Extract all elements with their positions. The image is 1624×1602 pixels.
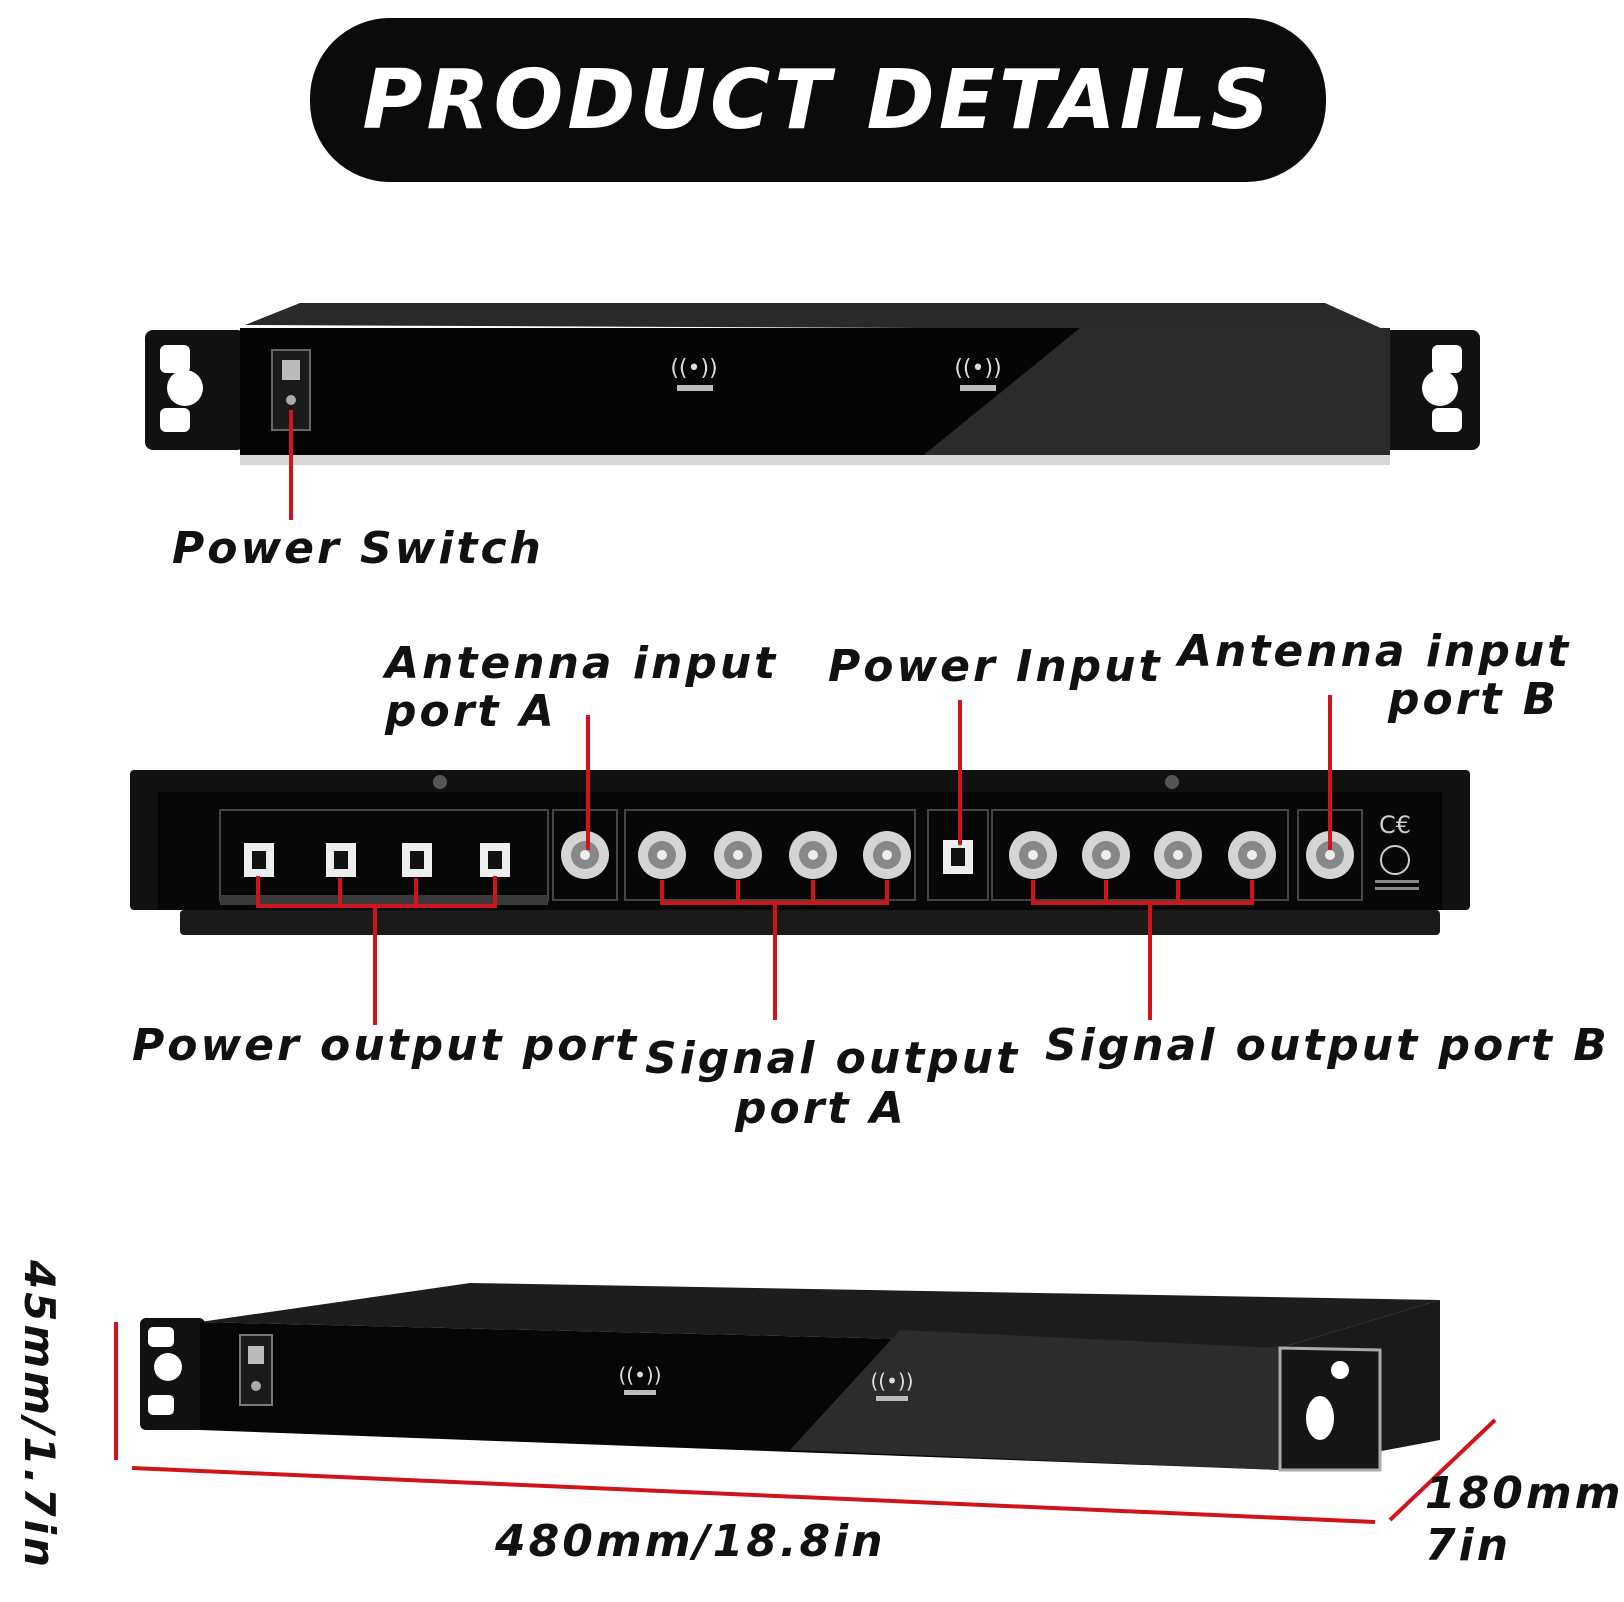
label-signal-output-a-line1: Signal output [645,1033,1021,1084]
dimension-height: 45mm/1.7in [15,1260,64,1571]
label-signal-output-b: Signal output port B [1045,1020,1610,1071]
front-view-device: ((•)) ((•)) [145,303,1480,465]
wireless-icon: ((•)) [870,1369,914,1401]
label-antenna-input-a-line2: port A [385,686,557,737]
svg-text:((•)): ((•)) [954,356,1001,381]
title-banner: PRODUCT DETAILS [310,18,1326,182]
label-power-input: Power Input [828,641,1163,692]
label-antenna-input-b-line1: Antenna input [1178,626,1572,677]
wireless-icon: ((•)) [670,356,718,391]
svg-text:((•)): ((•)) [670,356,717,381]
label-antenna-input-b-line2: port B [1388,674,1560,725]
svg-text:((•)): ((•)) [870,1369,913,1393]
dimension-width: 480mm/18.8in [495,1516,886,1567]
page-title: PRODUCT DETAILS [362,52,1274,148]
perspective-view-device: ((•)) ((•)) [140,1283,1440,1472]
wireless-icon: ((•)) [954,356,1002,391]
callout-lines [114,410,1497,1524]
label-power-switch: Power Switch [172,523,544,574]
label-antenna-input-a-line1: Antenna input [385,638,779,689]
label-power-output-port: Power output port [132,1020,640,1071]
rear-view-device: C€ [130,770,1470,935]
label-signal-output-a-line2: port A [735,1083,907,1134]
svg-text:((•)): ((•)) [618,1363,661,1387]
dimension-depth-line2: 7in [1425,1520,1512,1571]
certification-mark-icon: C€ [1375,811,1419,890]
wireless-icon: ((•)) [618,1363,662,1395]
dimension-depth-line1: 180mm [1425,1468,1624,1519]
svg-text:C€: C€ [1379,811,1411,839]
